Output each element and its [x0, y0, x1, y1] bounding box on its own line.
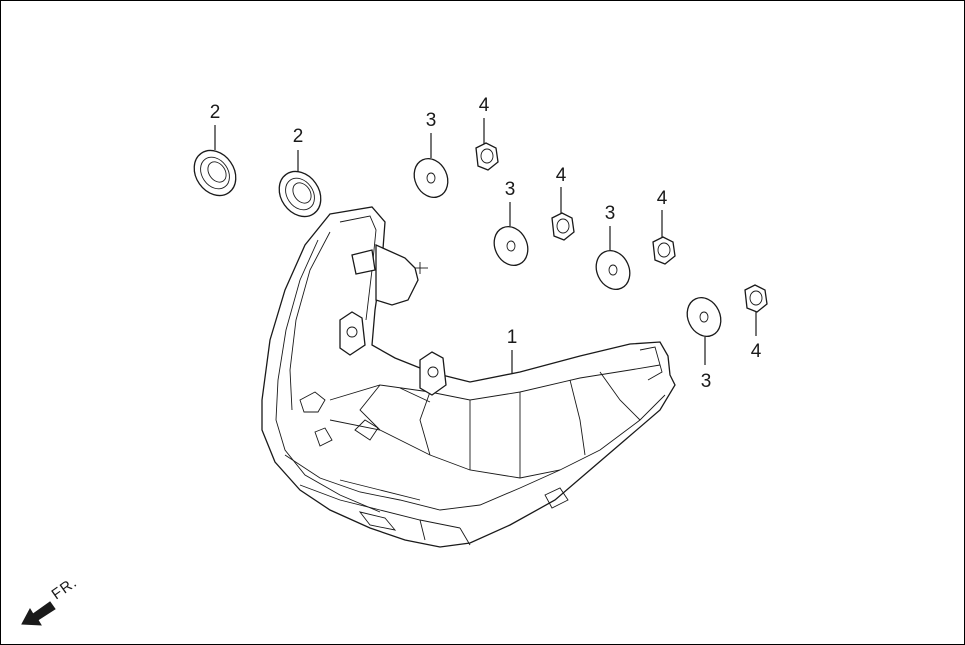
callout-label: 1	[507, 327, 518, 348]
arrow-icon	[21, 601, 56, 626]
direction-label: FR.	[49, 574, 81, 604]
callout-label: 4	[657, 188, 668, 209]
callout-label: 4	[751, 341, 762, 362]
washer	[413, 133, 449, 198]
callout-label: 3	[701, 371, 712, 392]
washer	[595, 226, 631, 290]
callout-label: 4	[556, 165, 567, 186]
nut	[652, 210, 676, 265]
grommet	[193, 125, 237, 197]
washer	[686, 297, 722, 365]
callout-label: 2	[293, 126, 304, 147]
callout-label: 2	[210, 102, 221, 123]
front-direction-indicator: FR.	[21, 574, 81, 626]
callout-label: 3	[426, 110, 437, 131]
nut	[744, 284, 768, 336]
nut	[551, 187, 575, 241]
callout-label: 3	[605, 203, 616, 224]
grommet	[278, 150, 322, 218]
nut	[475, 118, 499, 171]
headlight-assembly	[261, 206, 676, 548]
washer	[493, 202, 529, 266]
callout-label: 3	[505, 179, 516, 200]
callout-label: 4	[479, 95, 490, 116]
